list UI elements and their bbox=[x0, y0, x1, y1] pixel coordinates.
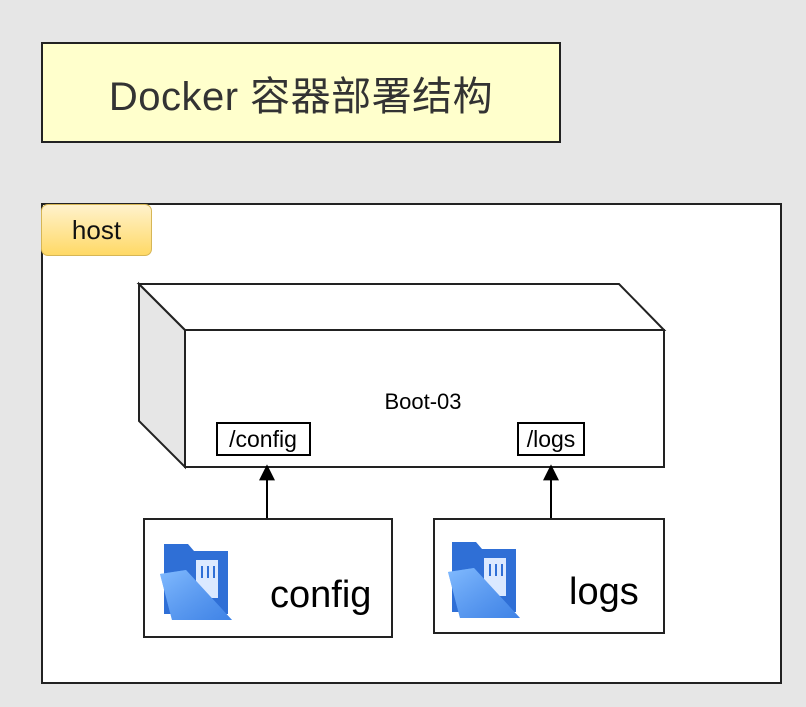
volume-logs-label: logs bbox=[569, 571, 639, 613]
cube-top-face bbox=[136, 283, 667, 331]
mount-logs-label: /logs bbox=[527, 426, 576, 452]
folder-icon bbox=[448, 542, 520, 618]
folder-icon bbox=[160, 544, 232, 620]
diagram-title: Docker 容器部署结构 bbox=[108, 74, 494, 119]
container-name: Boot-03 bbox=[384, 389, 461, 414]
volume-config-label: config bbox=[270, 574, 372, 616]
diagram-title-box: Docker 容器部署结构 bbox=[41, 42, 561, 143]
mount-config-box bbox=[216, 422, 311, 456]
mount-logs-box bbox=[517, 422, 585, 456]
host-badge: host bbox=[41, 204, 152, 256]
mount-config-label: /config bbox=[229, 426, 297, 452]
